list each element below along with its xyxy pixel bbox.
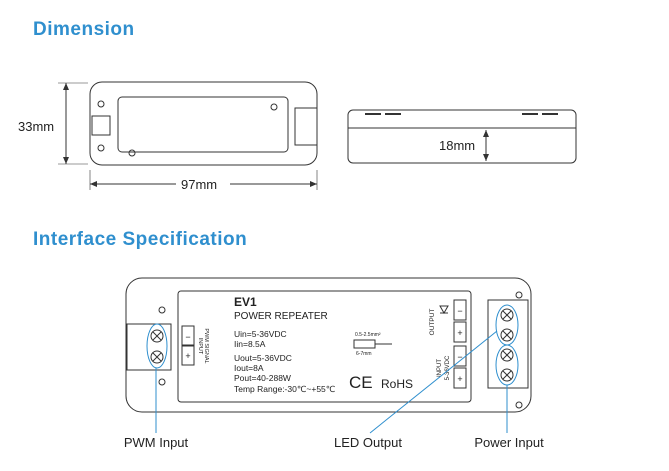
spec-iout: Iout=8A [234,363,264,373]
pwm-terminal-block [126,323,172,371]
output-label: OUTPUT [429,309,436,336]
spec-uout: Uout=5-36VDC [234,353,292,363]
device-hole-top-right [515,291,523,299]
wire-spec: 0.5-2.5mm² [355,332,381,338]
pwm-minus-sign: − [185,332,190,342]
pwm-input-callout: PWM Input [124,435,189,450]
interface-heading: Interface Specification [33,229,248,250]
pwm-minus-box [181,325,195,346]
product-subtitle: POWER REPEATER [234,311,328,322]
output-minus-box [453,299,467,321]
right-terminal-block [487,299,529,389]
device-hole-bottom-right [515,401,523,409]
top-view-outline [89,81,318,166]
pwm-input-label-line2: PWM SIGNAL [203,328,209,363]
spec-uin: Uin=5-36VDC [234,329,287,339]
model-name: EV1 [234,295,257,309]
power-callout-ellipse [495,344,519,386]
device-label-area [177,290,472,403]
wire-strip-icon [353,339,376,349]
interface-device [125,277,532,413]
top-view-label-area [117,96,289,153]
device-hole-bottom-left [158,378,166,386]
device-hole-top-left [158,306,166,314]
width-dimension-label: 97mm [181,177,217,192]
screw-top-right [270,103,278,111]
led-callout-ellipse [495,304,519,346]
pwm-plus-sign: + [185,351,190,361]
pwm-callout-ellipse [146,323,168,369]
top-view-right-connector [294,107,318,146]
right-screw-1 [500,308,514,322]
side-view-drawing [347,109,577,164]
power-input-label-line2: 5-36VDC [445,355,451,380]
led-output-callout: LED Output [334,435,402,450]
right-screw-4 [500,368,514,382]
led-leader-line [369,330,498,434]
pwm-screw-1 [150,329,164,343]
screw-bottom-left [128,149,136,157]
side-view-outline [347,109,577,164]
height-dimension-label: 33mm [18,119,54,134]
dim-arrows [63,83,317,187]
spec-temp: Temp Range:-30℃~+55℃ [234,384,336,394]
rohs-mark: RoHS [381,377,413,391]
depth-arrows [483,130,489,161]
output-minus-sign: − [457,306,462,316]
right-screw-3 [500,348,514,362]
spec-pout: Pout=40-288W [234,373,291,383]
ce-mark: CE [349,373,373,392]
right-screw-2 [500,328,514,342]
mount-hole-bottom-left [97,144,105,152]
led-diode-icon [439,305,449,315]
pwm-screw-2 [150,350,164,364]
input-plus-box [453,367,467,389]
output-plus-box [453,321,467,343]
pwm-plus-box [181,345,195,366]
input-minus-sign: − [457,352,462,362]
power-input-callout: Power Input [474,435,544,450]
input-plus-sign: + [457,374,462,384]
strip-length: 6-7mm [356,351,372,357]
spec-iin: Iin=8.5A [234,339,266,349]
pwm-input-label-line1: INPUT [197,338,203,355]
callout-highlights [146,304,519,434]
depth-dimension-label: 18mm [439,138,475,153]
output-plus-sign: + [457,328,462,338]
device-outline [125,277,532,413]
top-view-drawing [58,81,318,190]
power-input-label-line1: INPUT [437,359,443,377]
screw-crosses [152,310,512,380]
top-view-left-connector [91,115,111,136]
mount-hole-top-left [97,100,105,108]
dimension-heading: Dimension [33,19,135,40]
